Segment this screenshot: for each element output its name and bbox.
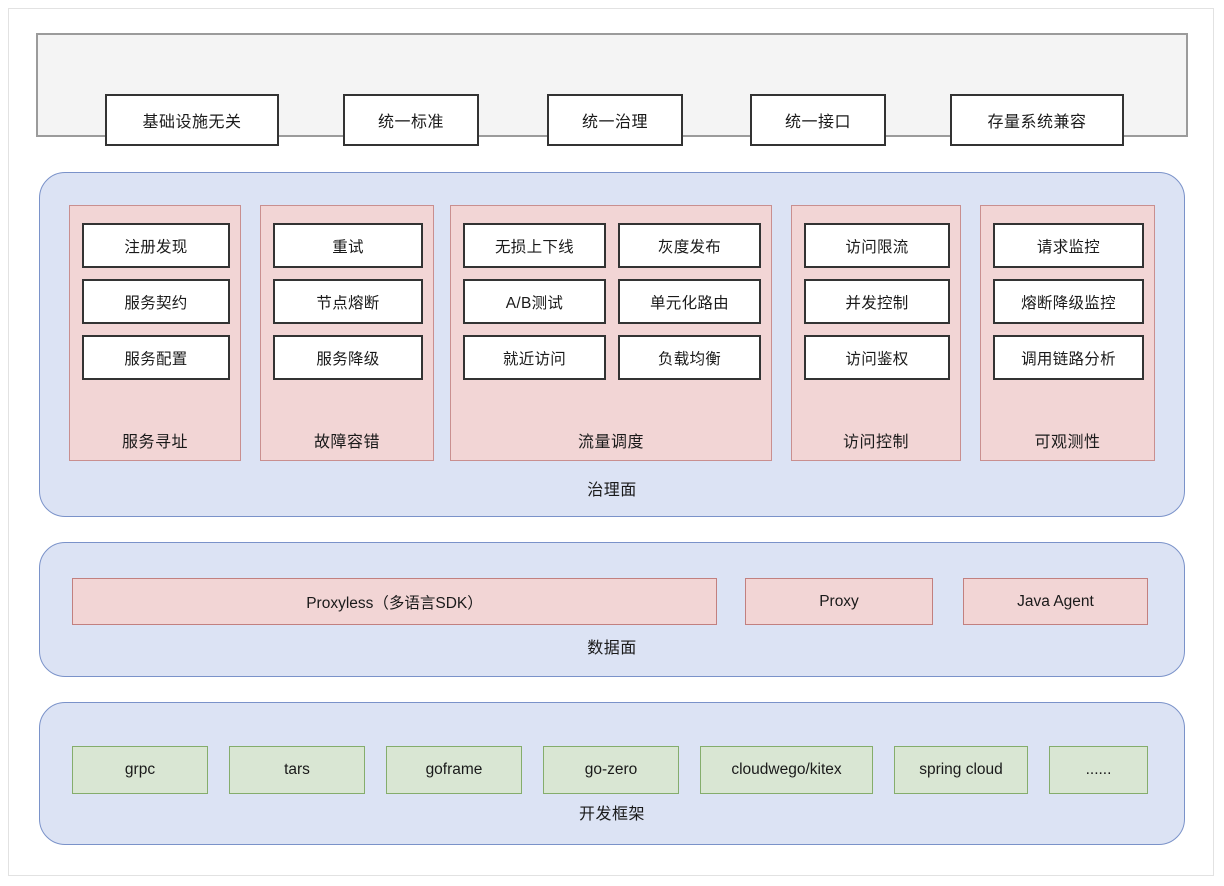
framework-box-goframe: goframe xyxy=(386,746,522,794)
capability-cell-重试: 重试 xyxy=(273,223,423,268)
governance-group-故障容错: 重试节点熔断服务降级故障容错 xyxy=(260,205,434,461)
capability-cell-节点熔断: 节点熔断 xyxy=(273,279,423,324)
capability-cell-负载均衡: 负载均衡 xyxy=(618,335,761,380)
framework-box-grpc: grpc xyxy=(72,746,208,794)
governance-group-label-可观测性: 可观测性 xyxy=(1034,434,1101,451)
capability-cell-服务配置: 服务配置 xyxy=(82,335,230,380)
framework-box-cloudwego-kitex: cloudwego/kitex xyxy=(700,746,873,794)
capability-cell-无损上下线: 无损上下线 xyxy=(463,223,606,268)
framework-box-go-zero: go-zero xyxy=(543,746,679,794)
principle-box-基础设施无关: 基础设施无关 xyxy=(105,94,279,146)
capability-cell-注册发现: 注册发现 xyxy=(82,223,230,268)
capability-cell-服务降级: 服务降级 xyxy=(273,335,423,380)
framework-layer-label: 开发框架 xyxy=(578,806,645,823)
governance-group-label-流量调度: 流量调度 xyxy=(577,434,644,451)
capability-cell-访问限流: 访问限流 xyxy=(804,223,950,268)
principle-box-统一治理: 统一治理 xyxy=(547,94,683,146)
capability-cell-调用链路分析: 调用链路分析 xyxy=(993,335,1144,380)
capability-cell-单元化路由: 单元化路由 xyxy=(618,279,761,324)
capability-cell-a-b测试: A/B测试 xyxy=(463,279,606,324)
governance-group-服务寻址: 注册发现服务契约服务配置服务寻址 xyxy=(69,205,241,461)
governance-group-流量调度: 无损上下线灰度发布 A/B测试单元化路由就近访问负载均衡流量调度 xyxy=(450,205,772,461)
capability-cell-访问鉴权: 访问鉴权 xyxy=(804,335,950,380)
governance-group-label-访问控制: 访问控制 xyxy=(842,434,909,451)
principle-box-统一标准: 统一标准 xyxy=(343,94,479,146)
capability-cell-就近访问: 就近访问 xyxy=(463,335,606,380)
capability-cell-请求监控: 请求监控 xyxy=(993,223,1144,268)
design-principles-band: 基础设施无关 统一标准 统一治理 统一接口 存量系统兼容 xyxy=(36,33,1188,146)
governance-group-访问控制: 访问限流并发控制访问鉴权访问控制 xyxy=(791,205,961,461)
governance-group-label-服务寻址: 服务寻址 xyxy=(121,434,188,451)
capability-cell-灰度发布: 灰度发布 xyxy=(618,223,761,268)
capability-cell-服务契约: 服务契约 xyxy=(82,279,230,324)
framework-box-spring-cloud: spring cloud xyxy=(894,746,1028,794)
capability-cell-并发控制: 并发控制 xyxy=(804,279,950,324)
framework-box-tars: tars xyxy=(229,746,365,794)
governance-group-label-故障容错: 故障容错 xyxy=(313,434,380,451)
data-plane-label: 数据面 xyxy=(587,640,637,657)
data-plane-box-java-agent: Java Agent xyxy=(963,578,1148,625)
data-plane-box-proxyless-多语言sdk: Proxyless（多语言SDK） xyxy=(72,578,717,625)
governance-group-可观测性: 请求监控熔断降级监控调用链路分析可观测性 xyxy=(980,205,1155,461)
page-frame xyxy=(8,8,1214,876)
principle-box-统一接口: 统一接口 xyxy=(750,94,886,146)
principle-box-存量系统兼容: 存量系统兼容 xyxy=(950,94,1124,146)
data-plane-box-proxy: Proxy xyxy=(745,578,933,625)
capability-cell-熔断降级监控: 熔断降级监控 xyxy=(993,279,1144,324)
framework-box-......: ...... xyxy=(1049,746,1148,794)
governance-plane-label: 治理面 xyxy=(587,482,637,499)
